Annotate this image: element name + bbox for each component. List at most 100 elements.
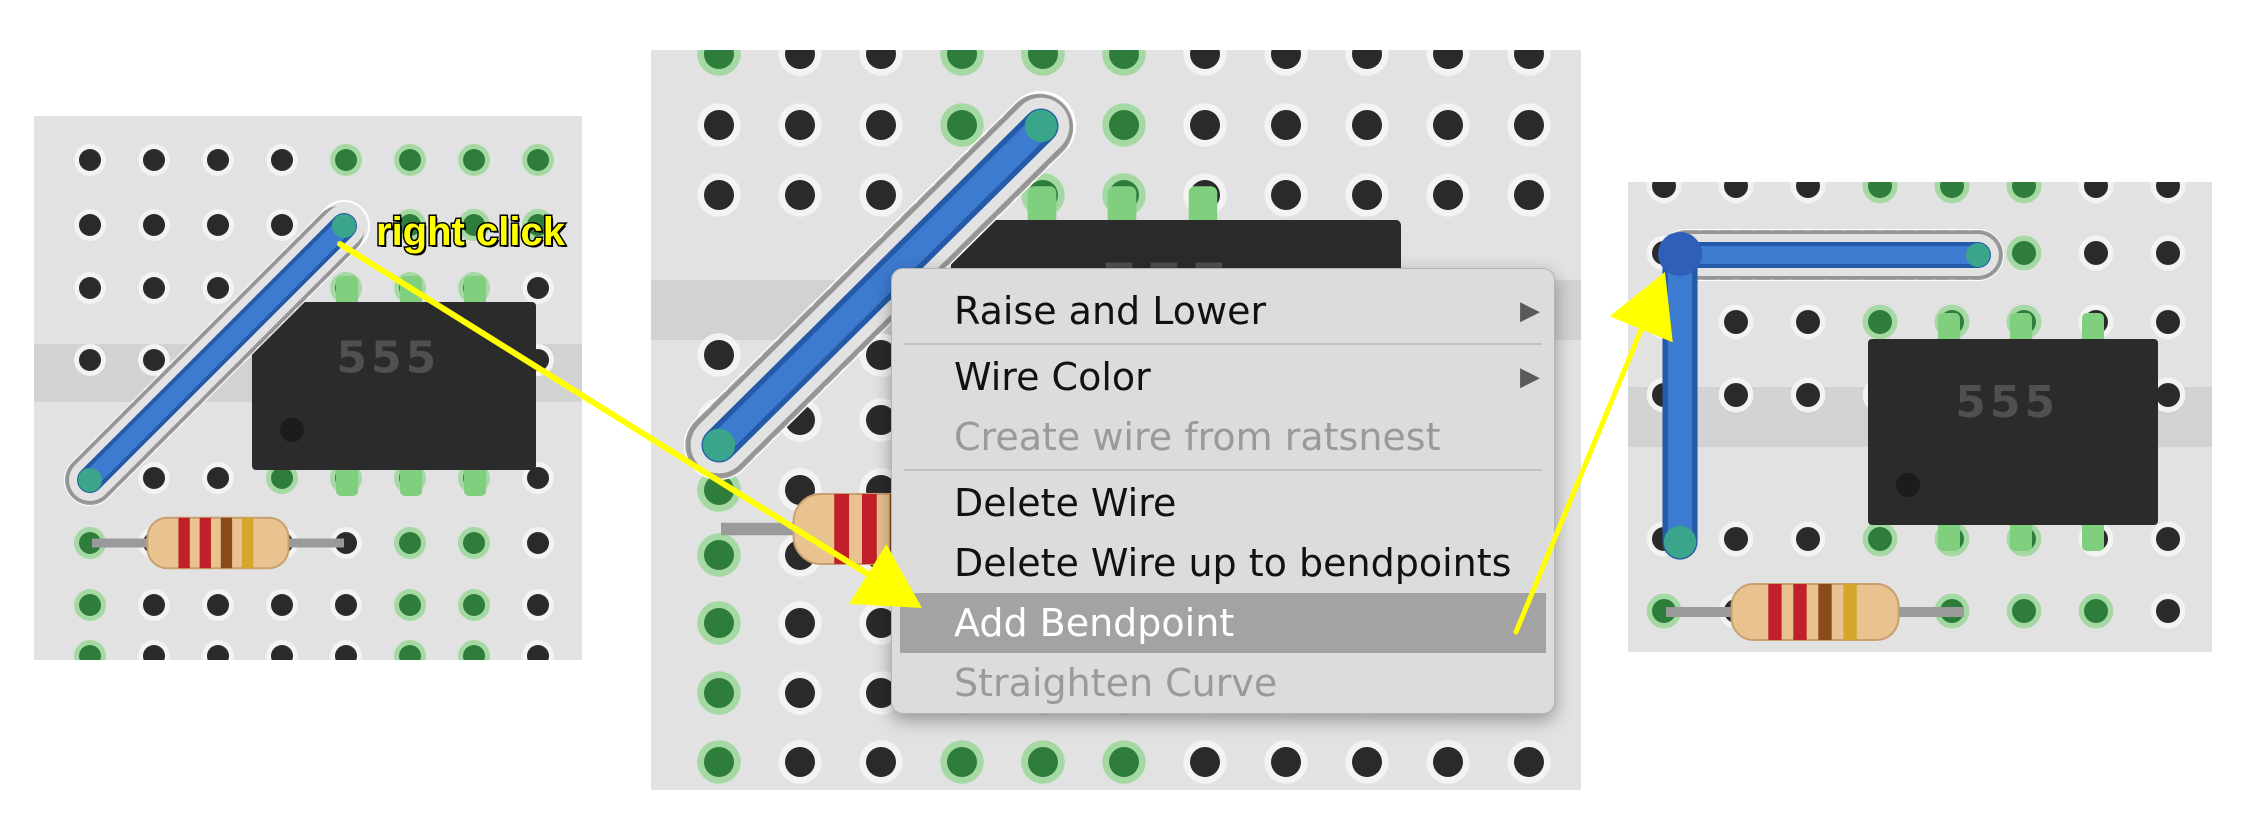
menu-item-label: Wire Color (954, 355, 1151, 399)
chip-pin (336, 466, 358, 496)
connected-hole (1868, 182, 1892, 198)
hole (1190, 50, 1220, 69)
connected-hole (527, 214, 549, 236)
wire-endpoint (78, 468, 102, 492)
hole (143, 149, 165, 171)
hole (1724, 182, 1748, 198)
menu-item-wire-color[interactable]: Wire Color ▶ (900, 347, 1546, 407)
connected-hole (1109, 747, 1139, 777)
resistor-band (1793, 584, 1807, 640)
blue-wire (81, 217, 353, 489)
hole (1514, 747, 1544, 777)
resistor-band (199, 517, 211, 569)
hole (1796, 182, 1820, 198)
hole (2156, 383, 2180, 407)
connected-hole (2012, 241, 2036, 265)
hole (335, 645, 357, 660)
connected-hole (399, 594, 421, 616)
hole (1433, 110, 1463, 140)
hole (866, 50, 896, 69)
hole (271, 214, 293, 236)
hole (785, 608, 815, 638)
chip-pin (464, 466, 486, 496)
hole (1352, 180, 1382, 210)
hole (2156, 182, 2180, 198)
hole (527, 532, 549, 554)
hole (1433, 747, 1463, 777)
chip-label: 555 (1955, 377, 2059, 428)
hole (785, 678, 815, 708)
hole (143, 645, 165, 660)
hole (704, 340, 734, 370)
resistor-band (241, 517, 254, 569)
connected-hole (463, 532, 485, 554)
hole (785, 180, 815, 210)
menu-item-delete-wire-up-to-bendpoints[interactable]: Delete Wire up to bendpoints (900, 533, 1546, 593)
hole (1514, 180, 1544, 210)
menu-item-straighten-curve: Straighten Curve (900, 653, 1546, 713)
chip-pin (400, 466, 422, 496)
wire-endpoint (1024, 109, 1058, 143)
hole (1271, 180, 1301, 210)
hole (1796, 310, 1820, 334)
connected-hole (1940, 182, 1964, 198)
hole (207, 467, 229, 489)
resistor-band (861, 494, 877, 564)
hole (2156, 527, 2180, 551)
hole (2156, 310, 2180, 334)
connected-hole (399, 532, 421, 554)
chip-pin (464, 276, 486, 306)
connected-hole (1028, 50, 1058, 69)
chip-pin (2010, 313, 2032, 343)
hole (2156, 241, 2180, 265)
hole (704, 110, 734, 140)
hole (1796, 527, 1820, 551)
chip-pin (2082, 521, 2104, 551)
chip-pin (1188, 186, 1218, 226)
menu-item-raise-and-lower[interactable]: Raise and Lower ▶ (900, 281, 1546, 341)
hole (1796, 383, 1820, 407)
connected-hole (463, 149, 485, 171)
menu-item-label: Delete Wire (954, 481, 1177, 525)
hole (79, 214, 101, 236)
hole (271, 594, 293, 616)
hole (866, 405, 896, 435)
hole (207, 149, 229, 171)
hole (1271, 747, 1301, 777)
hole (79, 149, 101, 171)
menu-item-add-bendpoint[interactable]: Add Bendpoint (900, 593, 1546, 653)
hole (866, 110, 896, 140)
menu-item-delete-wire[interactable]: Delete Wire (900, 473, 1546, 533)
chip-pin (400, 276, 422, 306)
hole (704, 180, 734, 210)
hole (1514, 110, 1544, 140)
hole (527, 645, 549, 660)
hole (1190, 747, 1220, 777)
hole (1724, 383, 1748, 407)
breadboard-canvas: 555 (1628, 182, 2212, 641)
hole (866, 678, 896, 708)
connected-hole (2084, 599, 2108, 623)
chip-pin (1027, 186, 1057, 226)
connected-hole (79, 594, 101, 616)
connected-hole (463, 645, 485, 660)
hole (785, 50, 815, 69)
resistor-band (834, 494, 850, 564)
hole (866, 747, 896, 777)
hole (527, 594, 549, 616)
hole (2084, 241, 2108, 265)
connected-hole (1109, 110, 1139, 140)
wire-endpoint (1966, 243, 1990, 267)
resistor-band (220, 517, 233, 569)
chip-pin (2010, 521, 2032, 551)
hole (207, 277, 229, 299)
connected-hole (704, 747, 734, 777)
chip-dot (1896, 473, 1920, 497)
hole (527, 277, 549, 299)
hole (1352, 50, 1382, 69)
hole (1433, 180, 1463, 210)
hole (866, 608, 896, 638)
resistor (146, 516, 290, 570)
hole (79, 349, 101, 371)
connected-hole (1868, 310, 1892, 334)
